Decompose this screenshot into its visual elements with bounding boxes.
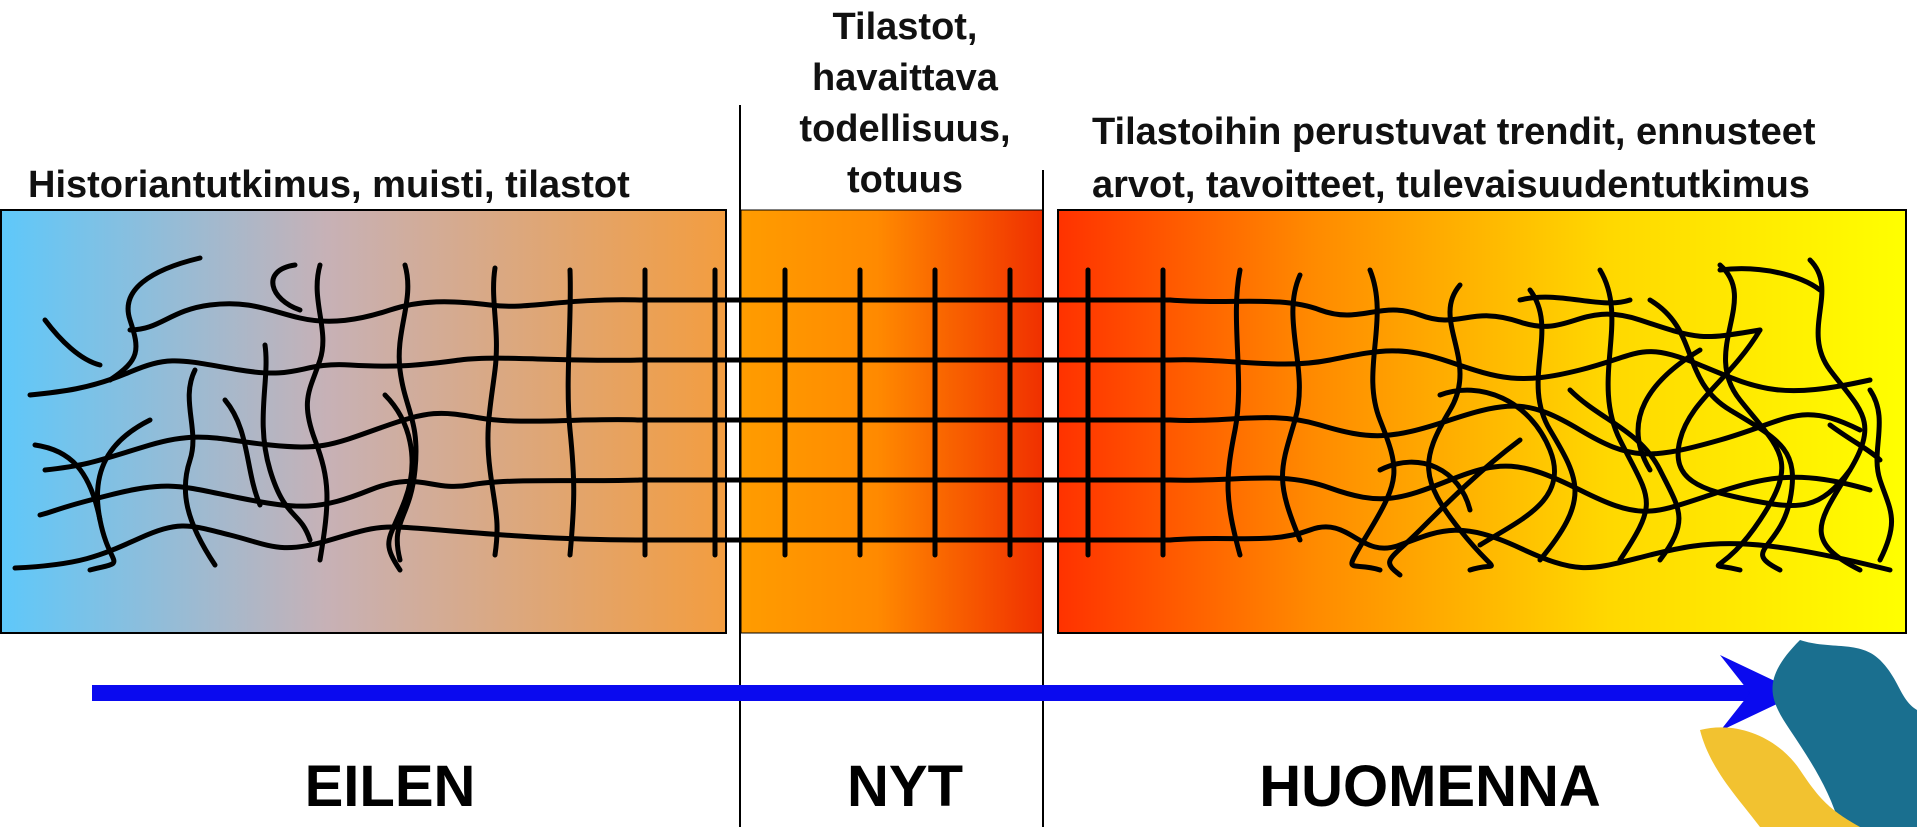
- present-header-line: Tilastot,: [760, 2, 1050, 53]
- present-header-line: havaittava: [760, 53, 1050, 104]
- future-header-line: Tilastoihin perustuvat trendit, ennustee…: [1092, 107, 1917, 160]
- future-header-line: arvot, tavoitteet, tulevaisuudentutkimus: [1092, 160, 1917, 213]
- present-header-line: todellisuus,: [760, 104, 1050, 155]
- label-huomenna: HUOMENNA: [1180, 752, 1680, 822]
- label-eilen: EILEN: [190, 752, 590, 822]
- future-header: Tilastoihin perustuvat trendit, ennustee…: [1092, 107, 1917, 213]
- present-header: Tilastot, havaittava todellisuus, totuus: [760, 2, 1050, 206]
- label-nyt: NYT: [780, 752, 1030, 822]
- past-header: Historiantutkimus, muisti, tilastot: [28, 160, 728, 210]
- present-header-line: totuus: [760, 155, 1050, 206]
- time-arrow: [92, 655, 1800, 731]
